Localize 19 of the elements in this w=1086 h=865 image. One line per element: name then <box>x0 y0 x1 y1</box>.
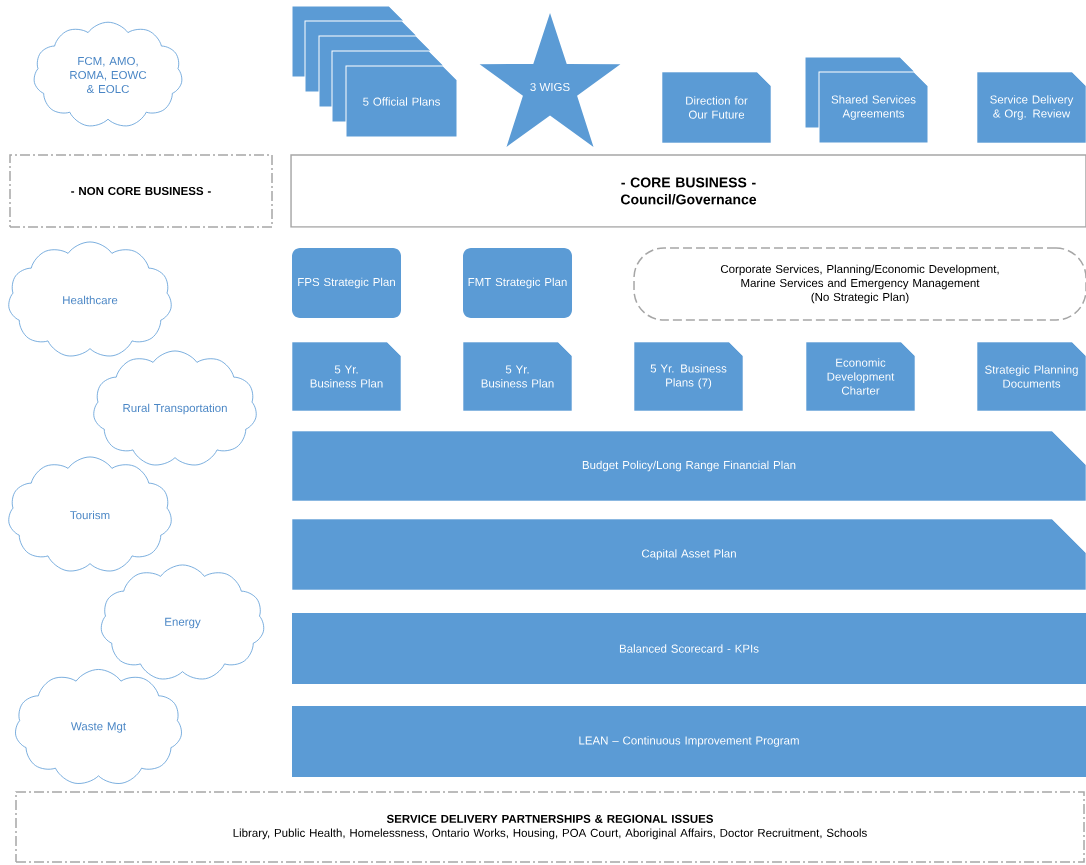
banner-box: - CORE BUSINESS - Council/Governance <box>290 154 1086 228</box>
dashed-rounded-box: Corporate Services, Planning/Economic Development, Marine Services and Emergency Management (No Strategic Plan) <box>633 247 1086 321</box>
rounded-box: FMT Strategic Plan <box>463 248 572 318</box>
document-stack: Shared Services Agreements <box>804 56 929 144</box>
document-stack: 5 Official Plans <box>291 5 458 138</box>
document-box: 5 Yr. Business Plan <box>291 341 402 412</box>
layer-bar: Budget Policy/Long Range Financial Plan <box>291 430 1086 502</box>
dashed-box: SERVICE DELIVERY PARTNERSHIPS & REGIONAL ISSUES Library, Public Health, Homelessness, Ontario Works, Housing, POA Court, Aboriginal Affairs, Doctor Recruitment, Schools <box>15 791 1085 863</box>
document-box: Service Delivery & Org. Review <box>976 71 1086 144</box>
layer-bar: Balanced Scorecard - KPIs <box>292 613 1086 684</box>
rounded-box: FPS Strategic Plan <box>292 248 401 318</box>
document-box: 5 Yr. Business Plan <box>462 341 573 412</box>
document-box: Direction for Our Future <box>661 71 772 144</box>
document-box: 5 Yr. Business Plans (7) <box>633 341 744 412</box>
layer-bar: Capital Asset Plan <box>291 518 1086 591</box>
layer-bar: LEAN – Continuous Improvement Program <box>292 706 1086 777</box>
dashed-box: - NON CORE BUSINESS - <box>9 154 273 228</box>
document-box: Economic Development Charter <box>805 341 916 412</box>
document-box: Strategic Planning Documents <box>976 341 1086 412</box>
